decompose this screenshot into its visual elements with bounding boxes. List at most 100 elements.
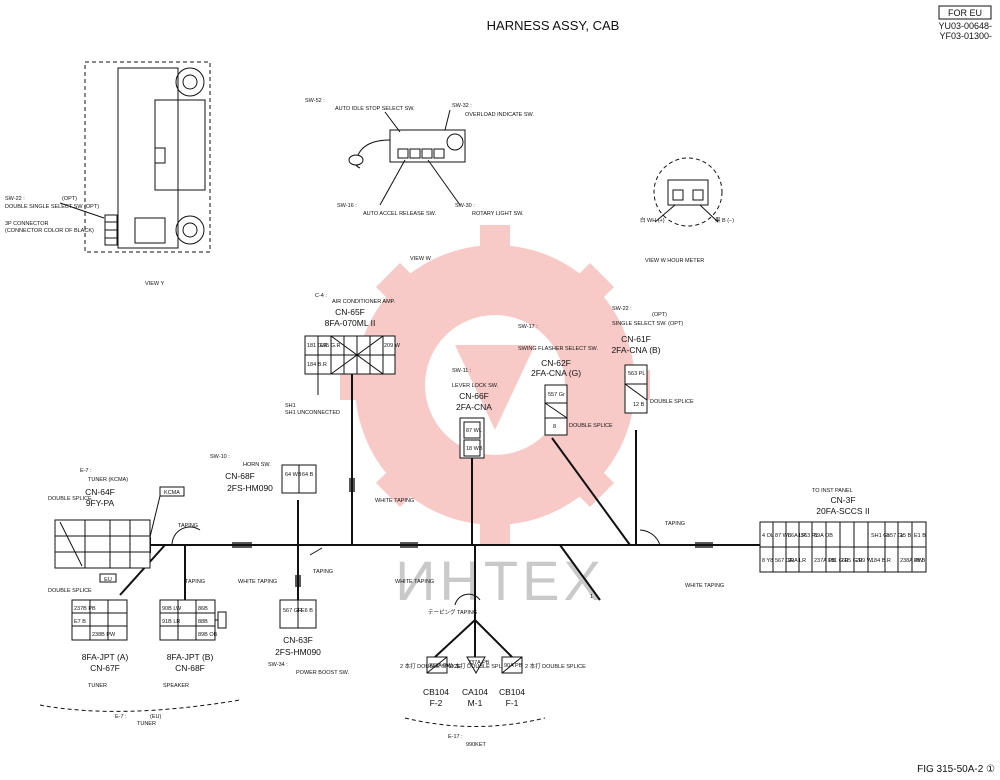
cn3-pin: E1 B: [914, 533, 926, 539]
white-taping-label-3: WHITE TAPING: [395, 579, 434, 585]
meter-minus-label: 黒 B (−): [715, 217, 734, 224]
cn68-name: CN-68F: [225, 471, 255, 481]
page-title: HARNESS ASSY, CAB: [487, 18, 620, 33]
sw32-desc: OVERLOAD INDICATE SW.: [465, 112, 534, 118]
double-splice-label-1: DOUBLE SPLICE: [48, 496, 92, 502]
cn67-label: TUNER: [88, 683, 107, 689]
sw34-desc: POWER BOOST SW.: [296, 670, 350, 676]
serial-range-1: YU03-00648-: [938, 21, 992, 31]
sw22-opt-desc: DOUBLE SINGLE SELECT SW (OPT): [5, 204, 99, 210]
cn61-connector: [624, 364, 648, 414]
cn63-name: CN-63F: [283, 635, 313, 645]
taping-label-4: TAPING: [665, 521, 685, 527]
e7-bottom-desc: TUNER: [137, 721, 156, 727]
cn3-pin: SH1 Gr: [871, 533, 890, 539]
cn68b-pin-86b: 86B: [198, 606, 208, 612]
splice-f2: [426, 656, 448, 674]
cn64-connector: [54, 519, 151, 569]
c4-desc: AIR CONDITIONER AMP.: [332, 299, 396, 305]
sw11-desc: LEVER LOCK SW.: [452, 383, 499, 389]
cn68-pin-64wb: 64 WB: [285, 472, 302, 478]
cn62-pin-557: 557 Gr: [548, 392, 565, 398]
cb104-f2-pin: 238A PW: [429, 663, 453, 669]
e7-bottom-opt: (EU): [150, 714, 161, 720]
sw22-opt-id: SW-22 :: [5, 196, 25, 202]
cn66-connector: [459, 417, 485, 459]
cn3-pin: 15 B: [900, 533, 912, 539]
cn68b-part: 8FA-JPT (B): [167, 652, 214, 662]
taping-jp-label: テーピング TAPING: [428, 608, 477, 616]
cn3-connector: [759, 521, 927, 573]
view-w-hour-meter-label: VIEW W HOUR METER: [645, 258, 704, 264]
cn3-pin: 181 G.R: [828, 558, 849, 564]
cn64-part: 9FY-PA: [86, 498, 115, 508]
double-splice-label-3: DOUBLE SPLICE: [569, 423, 613, 429]
cb104-f1-part: F-1: [506, 698, 519, 708]
sw22-desc: SINGLE SELECT SW. (OPT): [612, 321, 683, 327]
cn68-part: 2FS-HM090: [227, 483, 273, 493]
cn66-pin-18: 18 WB: [466, 446, 483, 452]
cn68b-pin-88b: 88B: [198, 619, 208, 625]
e7-eu-bracket: [39, 699, 241, 712]
cn67-name: CN-67F: [90, 663, 120, 673]
cn62-connector: [544, 384, 568, 436]
e7-bottom-id: E-7 :: [115, 714, 127, 720]
e17-bracket: [404, 717, 546, 727]
item-number: 1: [590, 594, 593, 600]
taping-label-2: TAPING: [185, 579, 205, 585]
kcma-badge-box: [159, 486, 185, 497]
cn3-row2: 8 Y8 567 GR 90A LR 237A PB 181 G.R 605 G…: [762, 558, 926, 564]
cn3-pin: 184 B.R: [871, 558, 891, 564]
cn66-part: 2FA-CNA: [456, 402, 492, 412]
cn63-connector: [279, 599, 317, 629]
e7-top-id: E-7 :: [80, 468, 92, 474]
cn61-pin-563: 563 PL: [628, 371, 645, 377]
cn68b-connector: [159, 599, 227, 641]
cn67-pin-238b: 238B PW: [92, 632, 116, 638]
kcma-badge: KCMA: [164, 490, 180, 496]
sw10-desc: HORN SW.: [243, 462, 271, 468]
c4-name: CN-65F: [335, 307, 365, 317]
cn3-pin: 86A LR: [788, 533, 806, 539]
sw16-desc: AUTO ACCEL RELEASE SW.: [363, 211, 437, 217]
sh1-desc: SH1 UNCONNECTED: [285, 410, 340, 416]
hour-meter: [653, 157, 723, 227]
sh1-id: SH1: [285, 403, 296, 409]
taping-label-1: TAPING: [178, 523, 198, 529]
cn3-part: 20FA-SCCS II: [816, 506, 869, 516]
sw22-id: SW-22 :: [612, 306, 632, 312]
cn63-part: 2FS-HM090: [275, 647, 321, 657]
cn62-pin-8: 8: [553, 424, 556, 430]
connector-note-2: (CONNECTOR COLOR OF BLACK): [5, 228, 94, 234]
white-taping-label-4: WHITE TAPING: [685, 583, 724, 589]
cn68b-pin-91b: 91B LR: [162, 619, 180, 625]
cn3-pin: 605 G.R: [842, 558, 863, 564]
white-taping-label-2: WHITE TAPING: [238, 579, 277, 585]
cn66-pin-87: 87 WL: [466, 428, 482, 434]
cn68b-label: SPEAKER: [163, 683, 189, 689]
c4-part: 8FA-070ML II: [325, 318, 376, 328]
cn3-pin: 237A PB: [814, 558, 836, 564]
cn3-pin: 90A LR: [788, 558, 806, 564]
cn3-to: TO INST PANEL: [812, 488, 853, 494]
cn67-connector: [71, 599, 128, 641]
cn3-pin: 563 PL: [801, 533, 818, 539]
cn3-pin: 209 W: [856, 558, 873, 564]
cn61-pin-12: 12 B: [633, 402, 645, 408]
cn68-connector: [281, 464, 317, 494]
cn61-part: 2FA-CNA (B): [611, 345, 660, 355]
sw32-id: SW-32 :: [452, 103, 472, 109]
splice-m1: [466, 656, 486, 675]
c4-pin-605: 605 G.R: [320, 343, 341, 349]
sw22-opt-tag: (OPT): [62, 196, 77, 202]
eu-badge-box: [99, 573, 117, 583]
cn68b-pin-90b: 90B LW: [162, 606, 182, 612]
ca104-m1-name: CA104: [462, 687, 488, 697]
sw10-id: SW-10 :: [210, 454, 230, 460]
cn61-name: CN-61F: [621, 334, 651, 344]
cn3-pin: 87 WL: [775, 533, 791, 539]
cb104-f1-pin: 90A PB: [504, 663, 523, 669]
cn67-pin-e7: E7 B: [74, 619, 86, 625]
c4-pin-184: 184 B.R: [307, 362, 327, 368]
cn3-pin: 4 OL: [762, 533, 774, 539]
